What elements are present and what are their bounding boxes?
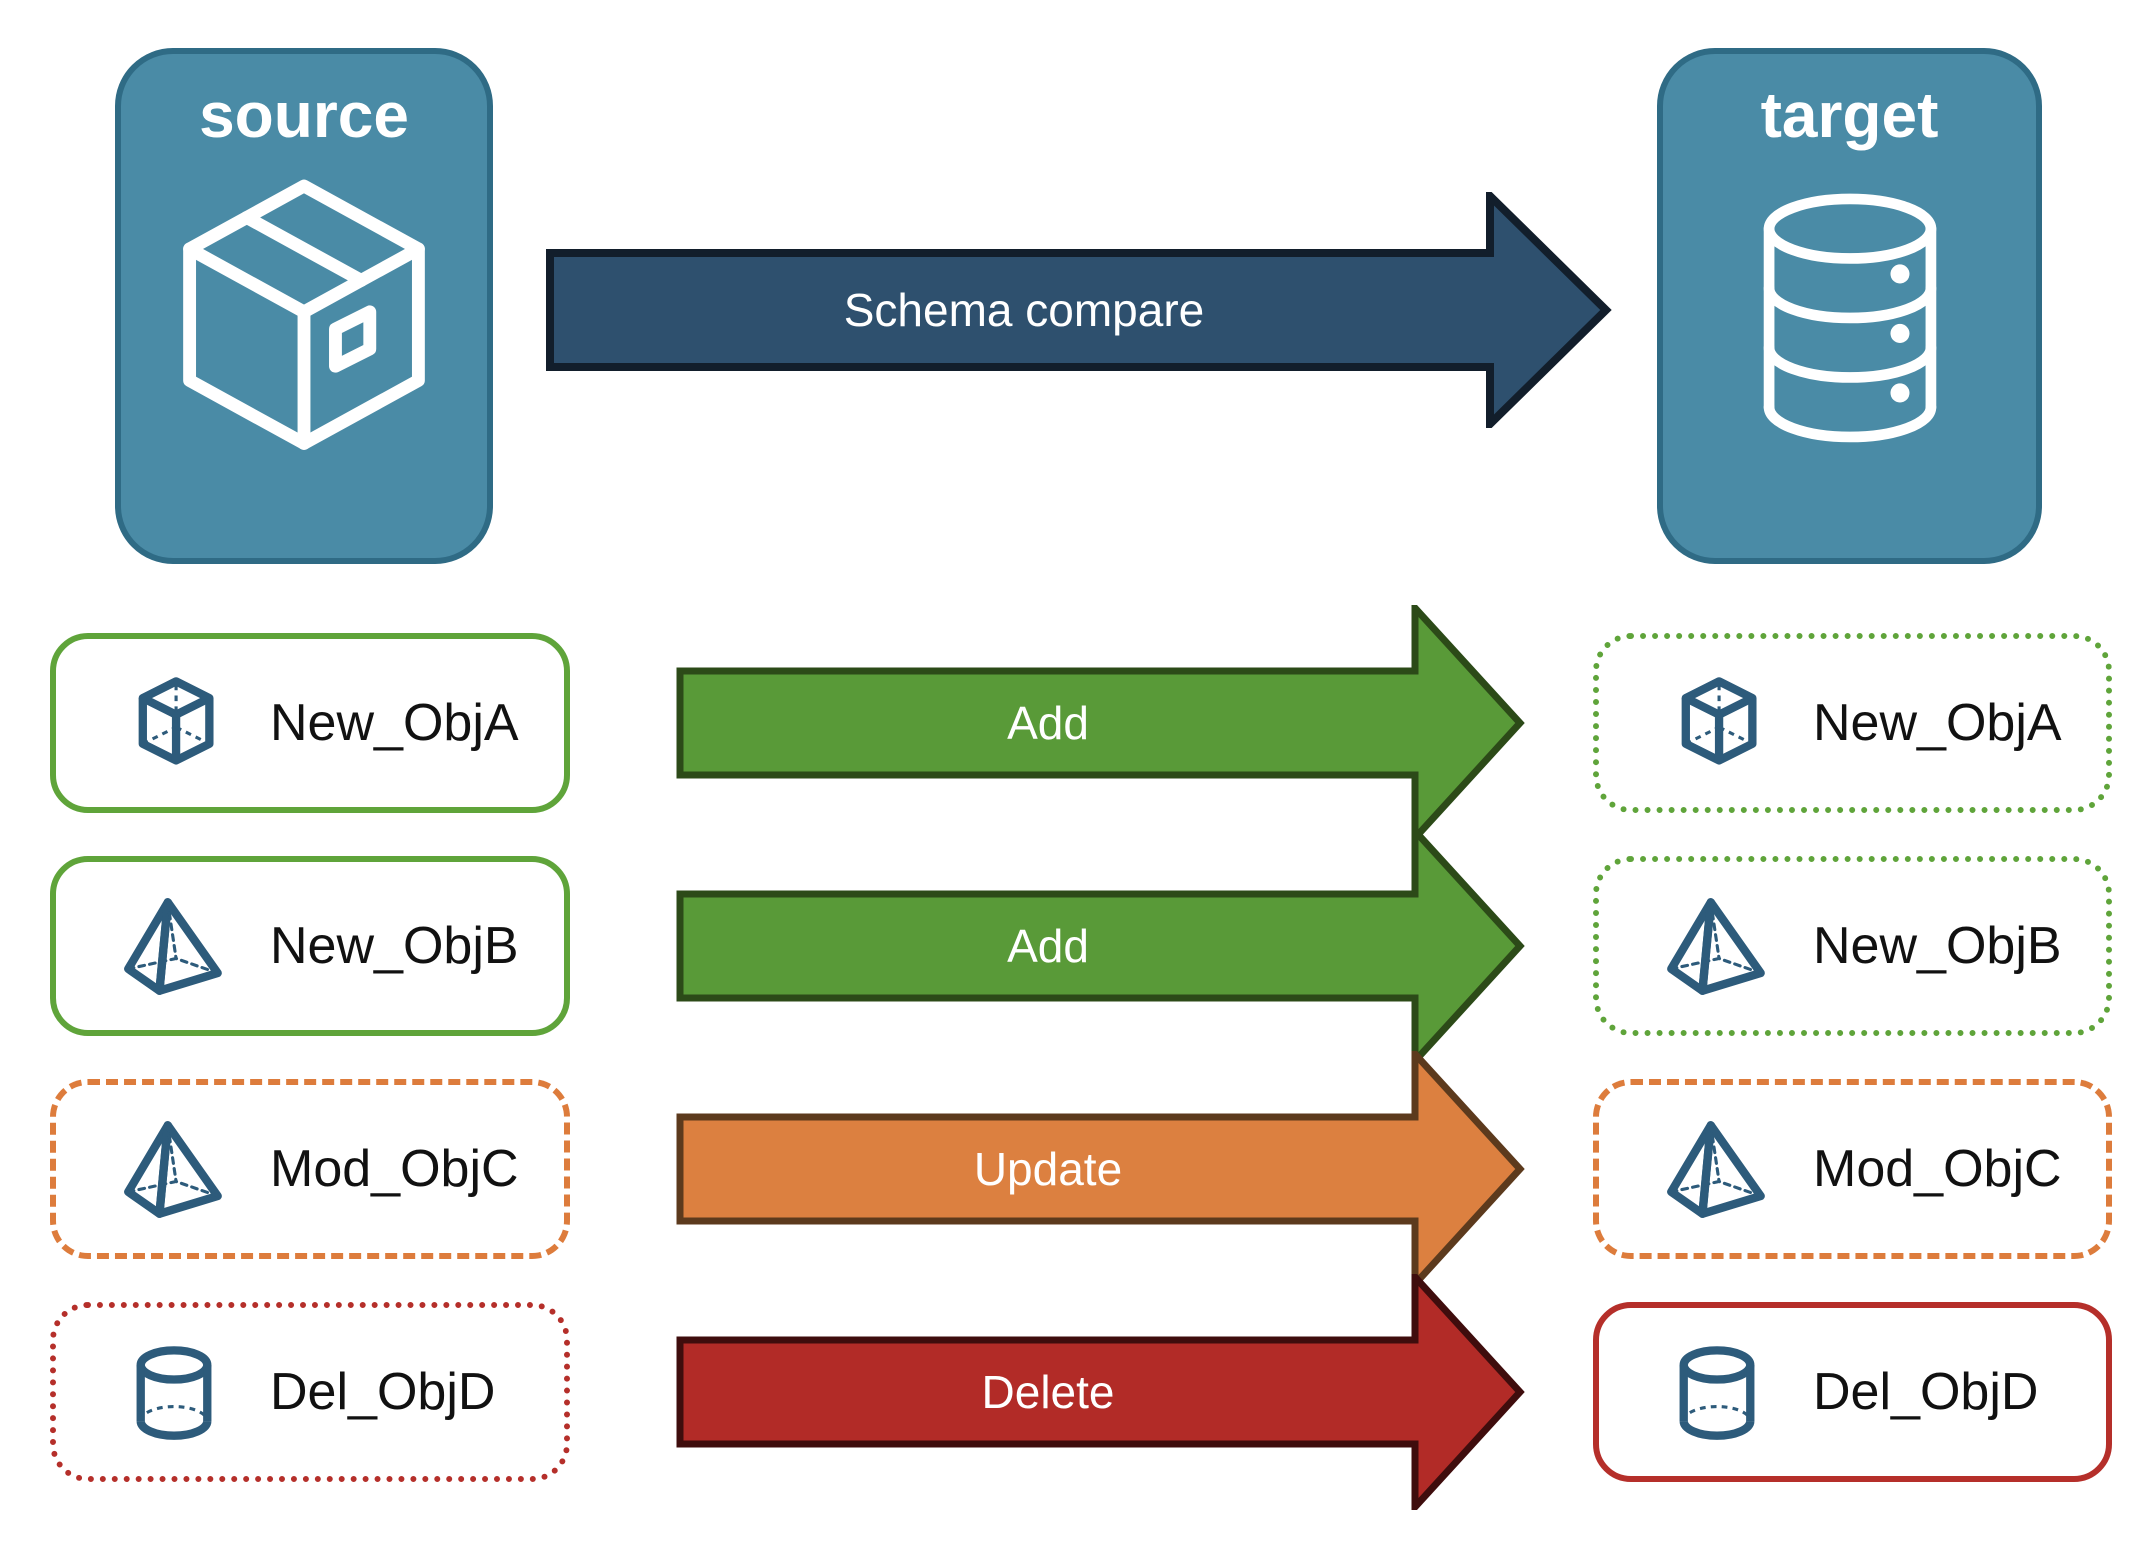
object-label: Mod_ObjC (1813, 1140, 2062, 1198)
target-object-card-new-obja: New_ObjA (1593, 633, 2112, 813)
object-label: Del_ObjD (270, 1363, 496, 1421)
source-object-card-new-obja: New_ObjA (50, 633, 570, 813)
add-arrow-shape (676, 605, 1525, 841)
delete-arrow: Delete (676, 1274, 1525, 1510)
pyramid-icon (122, 894, 226, 998)
target-object-card-mod-objc: Mod_ObjC (1593, 1079, 2112, 1259)
cube-icon (1665, 671, 1769, 775)
database-icon (1731, 160, 1969, 464)
source-object-card-mod-objc: Mod_ObjC (50, 1079, 570, 1259)
add-arrow-shape (676, 828, 1525, 1064)
object-label: Del_ObjD (1813, 1363, 2039, 1421)
source-panel-title: source (199, 79, 409, 151)
delete-arrow-label: Delete (982, 1366, 1115, 1418)
source-object-card-new-objb: New_ObjB (50, 856, 570, 1036)
pyramid-icon (1665, 1117, 1769, 1221)
cylinder-icon (1665, 1340, 1769, 1444)
package-icon (161, 166, 447, 452)
object-label: New_ObjB (270, 917, 519, 975)
pyramid-icon (122, 1117, 226, 1221)
object-label: New_ObjB (1813, 917, 2062, 975)
target-panel-title: target (1760, 79, 1939, 151)
target-object-card-new-objb: New_ObjB (1593, 856, 2112, 1036)
add-arrow-label: Add (1007, 920, 1089, 972)
source-panel: source (115, 48, 493, 564)
target-object-card-del-objd: Del_ObjD (1593, 1302, 2112, 1482)
object-label: New_ObjA (270, 694, 519, 752)
cube-icon (122, 671, 226, 775)
object-label: Mod_ObjC (270, 1140, 519, 1198)
add-arrow-label: Add (1007, 697, 1089, 749)
schema-compare-arrow: Schema compare (546, 192, 1612, 428)
pyramid-icon (1665, 894, 1769, 998)
add-arrow: Add (676, 828, 1525, 1064)
add-arrow: Add (676, 605, 1525, 841)
schema-compare-arrow-shape (546, 192, 1612, 428)
delete-arrow-shape (676, 1274, 1525, 1510)
cylinder-icon (122, 1340, 226, 1444)
update-arrow-shape (676, 1051, 1525, 1287)
source-object-card-del-objd: Del_ObjD (50, 1302, 570, 1482)
target-panel: target (1657, 48, 2042, 564)
schema-compare-arrow-label: Schema compare (844, 284, 1205, 336)
update-arrow: Update (676, 1051, 1525, 1287)
update-arrow-label: Update (974, 1143, 1122, 1195)
object-label: New_ObjA (1813, 694, 2062, 752)
